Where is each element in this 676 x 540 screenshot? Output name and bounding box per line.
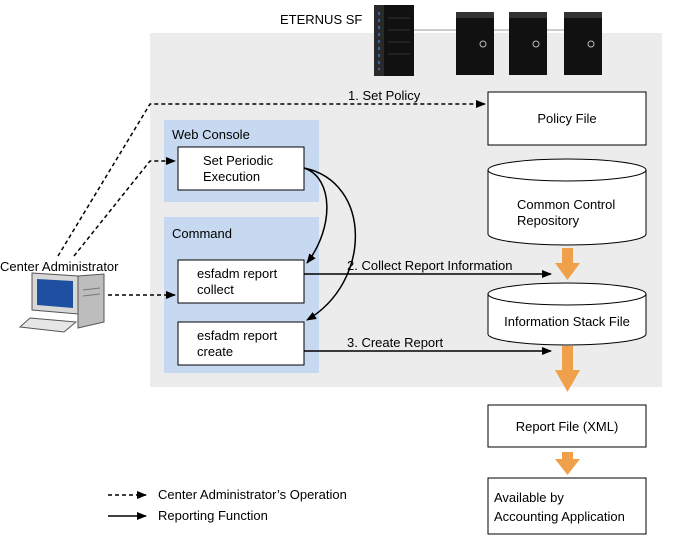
- set-periodic-line1: Set Periodic: [203, 153, 274, 168]
- flow-arrows: [555, 248, 580, 475]
- set-periodic-line2: Execution: [203, 169, 260, 184]
- legend: Center Administrator’s Operation Reporti…: [108, 487, 347, 523]
- set-policy-line: [57, 100, 486, 257]
- report-create-line2: create: [197, 344, 233, 359]
- flow-arrow-repo-to-stack: [555, 248, 580, 280]
- reporting-lines: [303, 167, 552, 355]
- info-stack-cylinder: [487, 282, 647, 346]
- common-repo-line1: Common Control: [517, 197, 615, 212]
- operation-lines: [57, 100, 486, 299]
- periodic-operation-line: [73, 157, 176, 257]
- report-collect-box: [177, 259, 305, 304]
- policy-file-box: [487, 91, 647, 146]
- report-collect-line2: collect: [197, 282, 234, 297]
- report-create-line1: esfadm report: [197, 328, 278, 343]
- info-stack-label: Information Stack File: [504, 314, 630, 329]
- step-set-policy: 1. Set Policy: [348, 88, 421, 103]
- available-box: [487, 477, 647, 535]
- report-file-box: [487, 404, 647, 448]
- actor-label: Center Administrator: [0, 259, 119, 274]
- web-console-label: Web Console: [172, 127, 250, 142]
- flow-arrow-report-to-app: [555, 452, 580, 475]
- legend-reporting-label: Reporting Function: [158, 508, 268, 523]
- computer-icon: [18, 272, 105, 333]
- legend-operation-label: Center Administrator’s Operation: [158, 487, 347, 502]
- policy-file-label: Policy File: [537, 111, 596, 126]
- server-rack-icon: [374, 5, 602, 76]
- command-label: Command: [172, 226, 232, 241]
- report-collect-line1: esfadm report: [197, 266, 278, 281]
- step-collect: 2. Collect Report Information: [347, 258, 512, 273]
- common-repo-line2: Repository: [517, 213, 580, 228]
- flow-arrow-stack-to-report: [555, 346, 580, 392]
- system-title: ETERNUS SF: [280, 12, 362, 27]
- report-file-label: Report File (XML): [516, 419, 619, 434]
- periodic-to-create-curve: [303, 167, 357, 321]
- periodic-to-collect-curve: [303, 167, 328, 264]
- report-create-box: [177, 321, 305, 366]
- step-create: 3. Create Report: [347, 335, 443, 350]
- available-line2: Accounting Application: [494, 509, 625, 524]
- available-line1: Available by: [494, 490, 564, 505]
- common-repo-cylinder: [487, 158, 647, 246]
